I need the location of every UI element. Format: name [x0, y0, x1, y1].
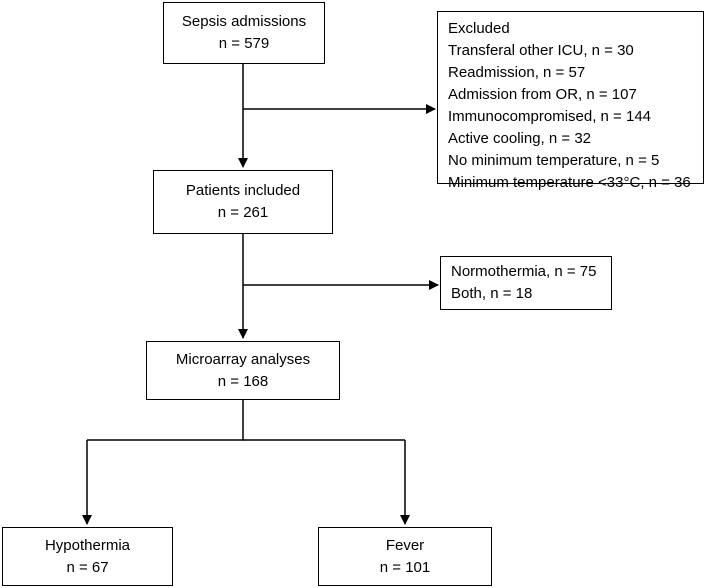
- excluded-item: Readmission, n = 57: [448, 64, 586, 81]
- excluded-item: Immunocompromised, n = 144: [448, 108, 652, 125]
- microarray-analyses-box: Microarray analyses n = 168: [146, 341, 340, 400]
- normothermia-both-box: Normothermia, n = 75 Both, n = 18: [440, 256, 612, 310]
- patients-included-count: n = 261: [217, 204, 269, 221]
- sepsis-admissions-title: Sepsis admissions: [181, 13, 307, 30]
- microarray-analyses-count: n = 168: [217, 372, 269, 390]
- excluded-title: Excluded: [448, 20, 510, 37]
- excluded-item: Active cooling, n = 32: [448, 130, 592, 147]
- excluded-item: No minimum temperature, n = 5: [448, 152, 660, 169]
- normothermia-count: Normothermia, n = 75: [451, 263, 597, 280]
- microarray-analyses-title: Microarray analyses: [175, 350, 311, 368]
- excluded-item: Admission from OR, n = 107: [448, 86, 637, 103]
- excluded-item: Transferal other ICU, n = 30: [448, 42, 634, 59]
- patients-included-box: Patients included n = 261: [153, 170, 333, 234]
- excluded-item: Minimum temperature <33°C, n = 36: [448, 174, 691, 191]
- hypothermia-count: n = 67: [66, 558, 109, 576]
- sepsis-admissions-box: Sepsis admissions n = 579: [163, 2, 325, 64]
- both-count: Both, n = 18: [451, 285, 533, 302]
- hypothermia-title: Hypothermia: [44, 536, 131, 554]
- fever-box: Fever n = 101: [318, 527, 492, 586]
- fever-count: n = 101: [379, 558, 431, 576]
- fever-title: Fever: [385, 536, 425, 554]
- branch-connector: [87, 400, 244, 441]
- patients-included-title: Patients included: [185, 182, 301, 199]
- hypothermia-box: Hypothermia n = 67: [2, 527, 173, 586]
- sepsis-admissions-count: n = 579: [218, 35, 270, 52]
- excluded-box: Excluded Transferal other ICU, n = 30 Re…: [437, 11, 704, 191]
